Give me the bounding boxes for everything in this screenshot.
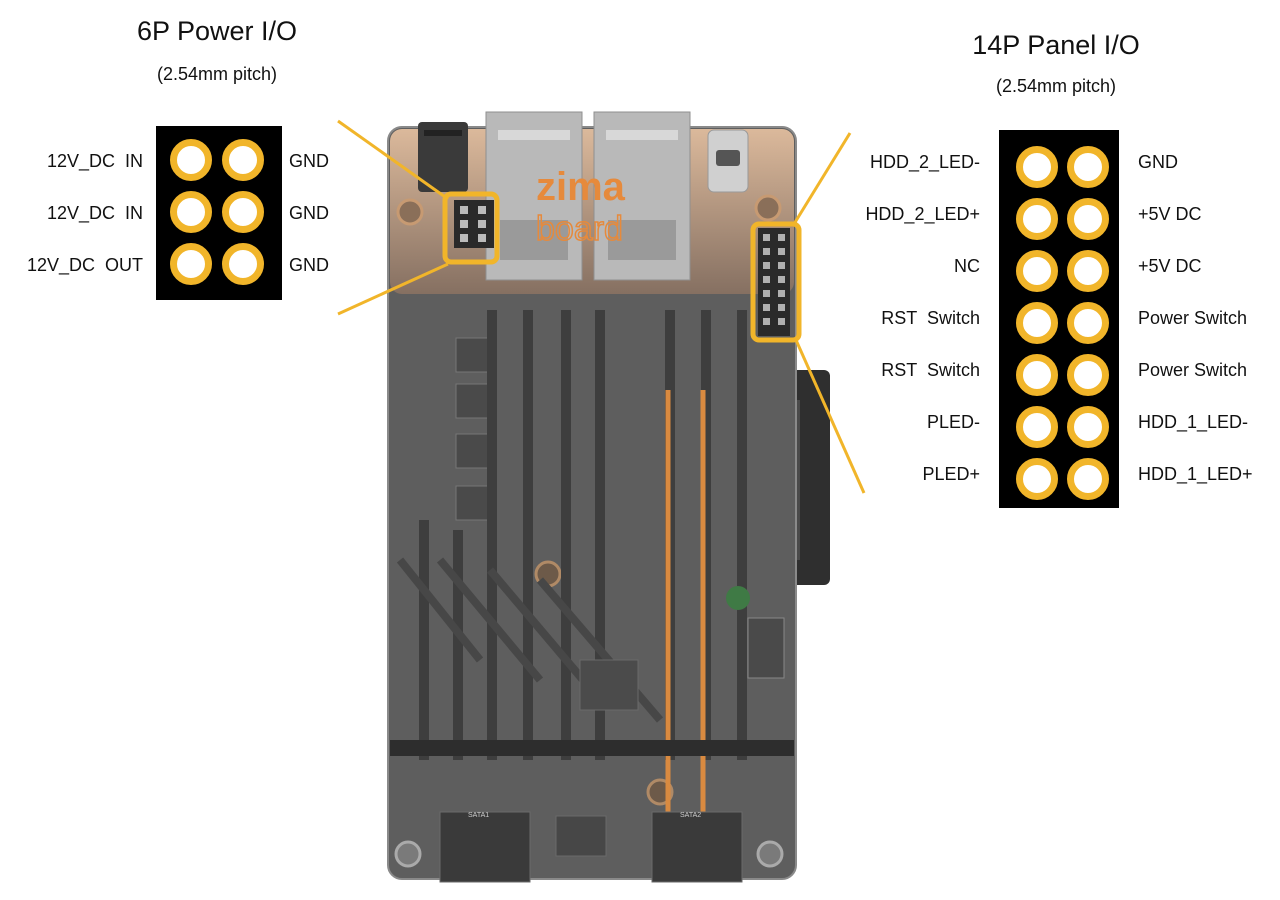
- panel-pin-label: Power Switch: [1138, 308, 1248, 328]
- power-pin-label: GND: [289, 203, 329, 223]
- sata-connector-1: SATA1: [439, 811, 531, 883]
- board-illustration: zima board: [387, 111, 830, 883]
- power-io-pitch: (2.54mm pitch): [156, 64, 278, 84]
- panel-pin-label: NC: [954, 256, 980, 276]
- mounting-hole: [396, 198, 424, 226]
- board-logo: board: [536, 210, 623, 248]
- panel-pin: [1016, 250, 1058, 292]
- power-pin-label: 12V_DC IN: [46, 151, 143, 171]
- ethernet-port-2: [593, 111, 691, 281]
- panel-pin-label: RST Switch: [881, 308, 980, 328]
- panel-pin-label: +5V DC: [1138, 204, 1202, 224]
- panel-pin-label: HDD_2_LED-: [869, 152, 980, 172]
- panel-io-header: [999, 130, 1119, 508]
- panel-pin-label: HDD_1_LED+: [1138, 464, 1253, 484]
- panel-pin-label: +5V DC: [1138, 256, 1202, 276]
- power-pin: [222, 191, 264, 233]
- power-pin: [170, 139, 212, 181]
- power-pin: [170, 243, 212, 285]
- panel-pin-label: GND: [1138, 152, 1178, 172]
- panel-pin-label: PLED-: [926, 412, 980, 432]
- ribbon-connector: [747, 617, 785, 679]
- panel-io-pitch: (2.54mm pitch): [995, 76, 1117, 96]
- ethernet-port-1: [485, 111, 583, 281]
- silk-sata2: SATA2: [680, 812, 701, 819]
- panel-pin-label: HDD_1_LED-: [1138, 412, 1249, 432]
- panel-pin: [1067, 354, 1109, 396]
- panel-pin: [1067, 198, 1109, 240]
- power-pin-label: GND: [289, 255, 329, 275]
- mounting-hole: [394, 840, 422, 868]
- mounting-hole: [754, 194, 782, 222]
- panel-pin-label: Power Switch: [1138, 360, 1248, 380]
- green-component: [726, 586, 750, 610]
- silk-sata1: SATA1: [468, 812, 489, 819]
- panel-pin: [1067, 458, 1109, 500]
- power-io-header: [156, 126, 282, 300]
- panel-header-onboard: [758, 228, 790, 336]
- panel-pin: [1067, 250, 1109, 292]
- panel-pin-label: PLED+: [922, 464, 980, 484]
- sata-connector-2: SATA2: [651, 811, 743, 883]
- panel-pin: [1067, 146, 1109, 188]
- panel-pin: [1016, 146, 1058, 188]
- panel-pin: [1016, 302, 1058, 344]
- panel-io-title: 14P Panel I/O: [972, 30, 1140, 60]
- power-pin-label: GND: [289, 151, 329, 171]
- power-pin: [222, 243, 264, 285]
- power-io-title: 6P Power I/O: [136, 16, 298, 46]
- panel-pin: [1016, 406, 1058, 448]
- panel-pin: [1067, 302, 1109, 344]
- panel-pin: [1067, 406, 1109, 448]
- panel-pin: [1016, 198, 1058, 240]
- power-pin: [170, 191, 212, 233]
- panel-pin-label: HDD_2_LED+: [865, 204, 980, 224]
- board-logo: zima: [536, 165, 626, 209]
- chip: [579, 659, 639, 711]
- panel-pin: [1016, 354, 1058, 396]
- panel-pin: [1016, 458, 1058, 500]
- power-pin-label: 12V_DC IN: [46, 203, 143, 223]
- power-pin: [222, 139, 264, 181]
- mounting-hole: [756, 840, 784, 868]
- power-pin-label: 12V_DC OUT: [26, 255, 143, 275]
- panel-pin-label: RST Switch: [881, 360, 980, 380]
